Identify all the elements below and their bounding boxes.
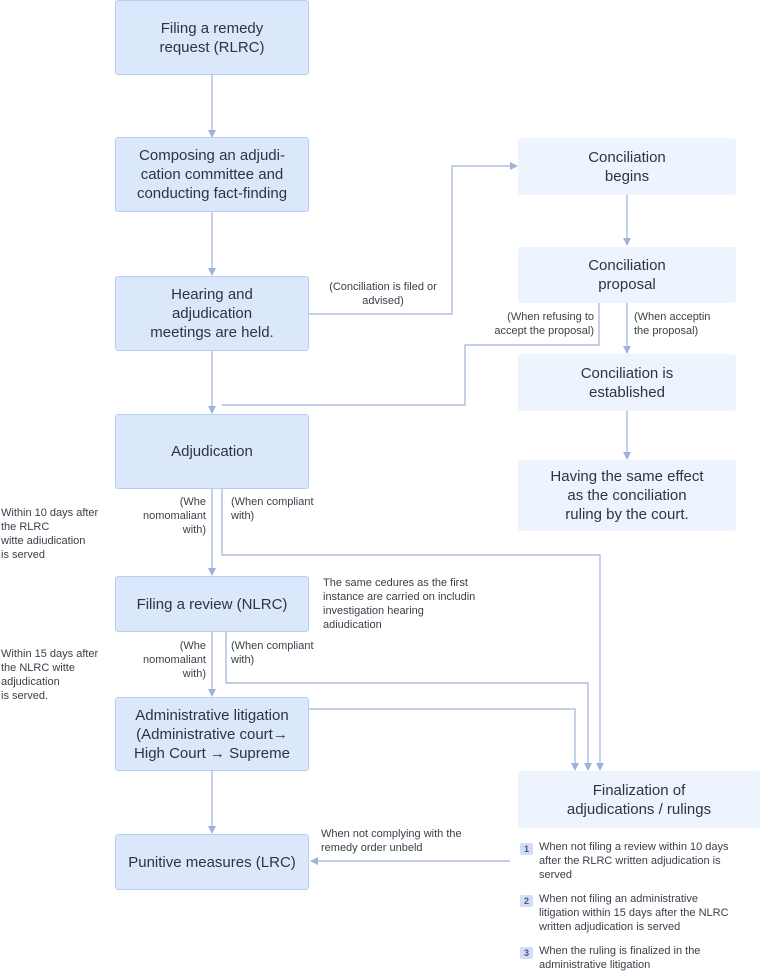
node-filing-remedy: Filing a remedy request (RLRC) [115,0,309,75]
node-hearing: Hearing and adjudication meetings are he… [115,276,309,351]
label-noncompliant-2: (Whe nomomaliant with) [143,640,206,680]
label-same-procedures: The same cedures as the first instance a… [323,577,476,631]
note-number-badge: 3 [520,947,533,959]
note-number-badge: 1 [520,843,533,855]
label-noncompliant-1: (Whe nomomaliant with) [143,496,206,536]
arrow-compliant-1-to-finalization [221,489,604,771]
note-text: When the ruling is finalized in the admi… [539,945,701,971]
node-same-effect: Having the same effect as the conciliati… [518,460,736,531]
node-filing-review: Filing a review (NLRC) [115,576,309,632]
node-adjudication: Adjudication [115,414,309,489]
note-text: When not filing an administrative litiga… [539,893,729,933]
label-accepting-proposal: (When acceptin the proposal) [634,311,711,337]
arrow-refusing-to-adjudication [222,303,600,406]
node-composing-committee: Composing an adjudi- cation committee an… [115,137,309,212]
label-compliant-2: (When compliant with) [231,640,314,666]
node-finalization: Finalization of adjudications / rulings [518,771,760,828]
node-punitive-measures: Punitive measures (LRC) [115,834,309,890]
arrow-litigation-to-finalization [309,708,579,771]
node-administrative-litigation: Administrative litigation (Administrativ… [115,697,309,771]
label-within-15-days: Within 15 days after the NLRC witte adju… [1,648,99,702]
node-conciliation-proposal: Conciliation proposal [518,247,736,303]
label-refusing-proposal: (When refusing to accept the proposal) [494,311,594,337]
node-conciliation-established: Conciliation is established [518,354,736,411]
note-text: When not filing a review within 10 days … [539,841,729,881]
note-number-badge: 2 [520,895,533,907]
label-within-10-days: Within 10 days after the RLRC witte adiu… [1,507,99,561]
label-compliant-1: (When compliant with) [231,496,314,522]
label-not-complying: When not complying with the remedy order… [321,828,462,854]
label-conciliation-filed: (Conciliation is filed or advised) [329,281,437,307]
arrow-hearing-to-conciliation [309,162,518,315]
node-conciliation-begins: Conciliation begins [518,138,736,195]
arrow-compliant-2-to-finalization [225,632,592,771]
